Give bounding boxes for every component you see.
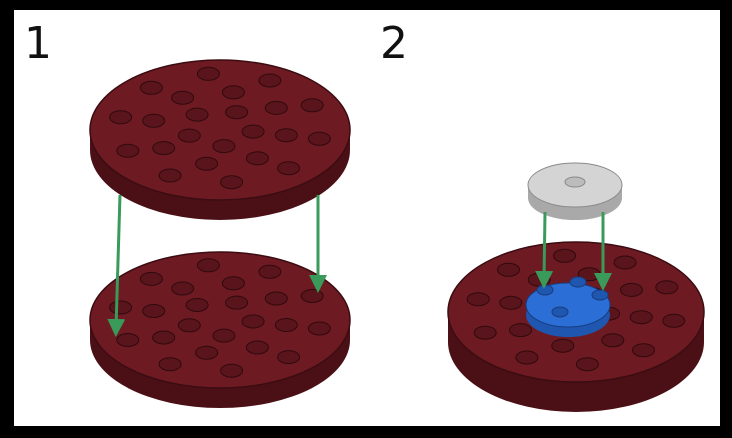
stud <box>575 357 599 372</box>
stud <box>662 313 686 328</box>
stud <box>152 330 176 345</box>
stud <box>142 304 166 318</box>
stud <box>258 73 282 88</box>
stud <box>245 151 269 166</box>
stud <box>473 325 497 340</box>
stud <box>221 85 245 100</box>
stud <box>171 281 195 296</box>
stud <box>300 98 324 113</box>
arrow-left <box>107 194 126 337</box>
stud <box>196 258 220 273</box>
stud <box>655 280 679 295</box>
stud <box>152 141 176 156</box>
stud <box>258 264 282 279</box>
stud <box>497 262 520 277</box>
stud <box>158 357 182 372</box>
stud <box>613 255 637 270</box>
stud <box>142 113 166 128</box>
stud <box>620 282 643 297</box>
stud <box>225 105 249 120</box>
stud <box>245 340 269 355</box>
stud <box>300 289 324 303</box>
stud <box>158 168 182 183</box>
stud <box>241 124 265 139</box>
stud <box>116 333 140 347</box>
stud <box>185 107 209 122</box>
stud <box>221 276 245 291</box>
blue-round-plate <box>525 276 611 337</box>
stud <box>632 343 655 358</box>
stud <box>185 298 209 312</box>
stud <box>241 314 265 329</box>
stud <box>195 345 219 360</box>
stud <box>277 161 301 176</box>
stud <box>171 90 195 105</box>
stud <box>527 272 551 287</box>
stud <box>177 128 201 143</box>
bottom-round-plate <box>89 251 351 408</box>
step-number-2: 2 <box>380 18 408 69</box>
stud <box>109 110 133 125</box>
stud <box>212 139 236 154</box>
stud <box>225 295 249 310</box>
stud <box>499 295 523 310</box>
stud <box>195 156 219 171</box>
stud <box>116 143 140 158</box>
stud <box>553 248 577 263</box>
top-round-plate <box>89 59 351 220</box>
stud <box>629 310 653 325</box>
stud <box>274 128 298 143</box>
stud <box>212 328 236 343</box>
stud <box>196 66 220 81</box>
stud <box>307 131 331 146</box>
stud <box>277 350 301 365</box>
stud <box>264 291 288 306</box>
stud <box>177 318 201 333</box>
stud <box>220 175 244 190</box>
stud <box>515 350 539 365</box>
stud <box>139 80 163 95</box>
stud <box>509 323 532 338</box>
step-number-1: 1 <box>24 18 52 69</box>
stud <box>307 321 331 336</box>
stud <box>109 300 133 315</box>
gray-round-tile <box>527 162 623 220</box>
stud <box>551 338 575 353</box>
stud <box>264 100 288 115</box>
stud <box>466 292 490 307</box>
stud <box>220 363 244 378</box>
stud <box>139 271 163 286</box>
stud <box>274 318 298 332</box>
stud <box>601 333 625 348</box>
arrow-left-step2 <box>535 211 554 289</box>
